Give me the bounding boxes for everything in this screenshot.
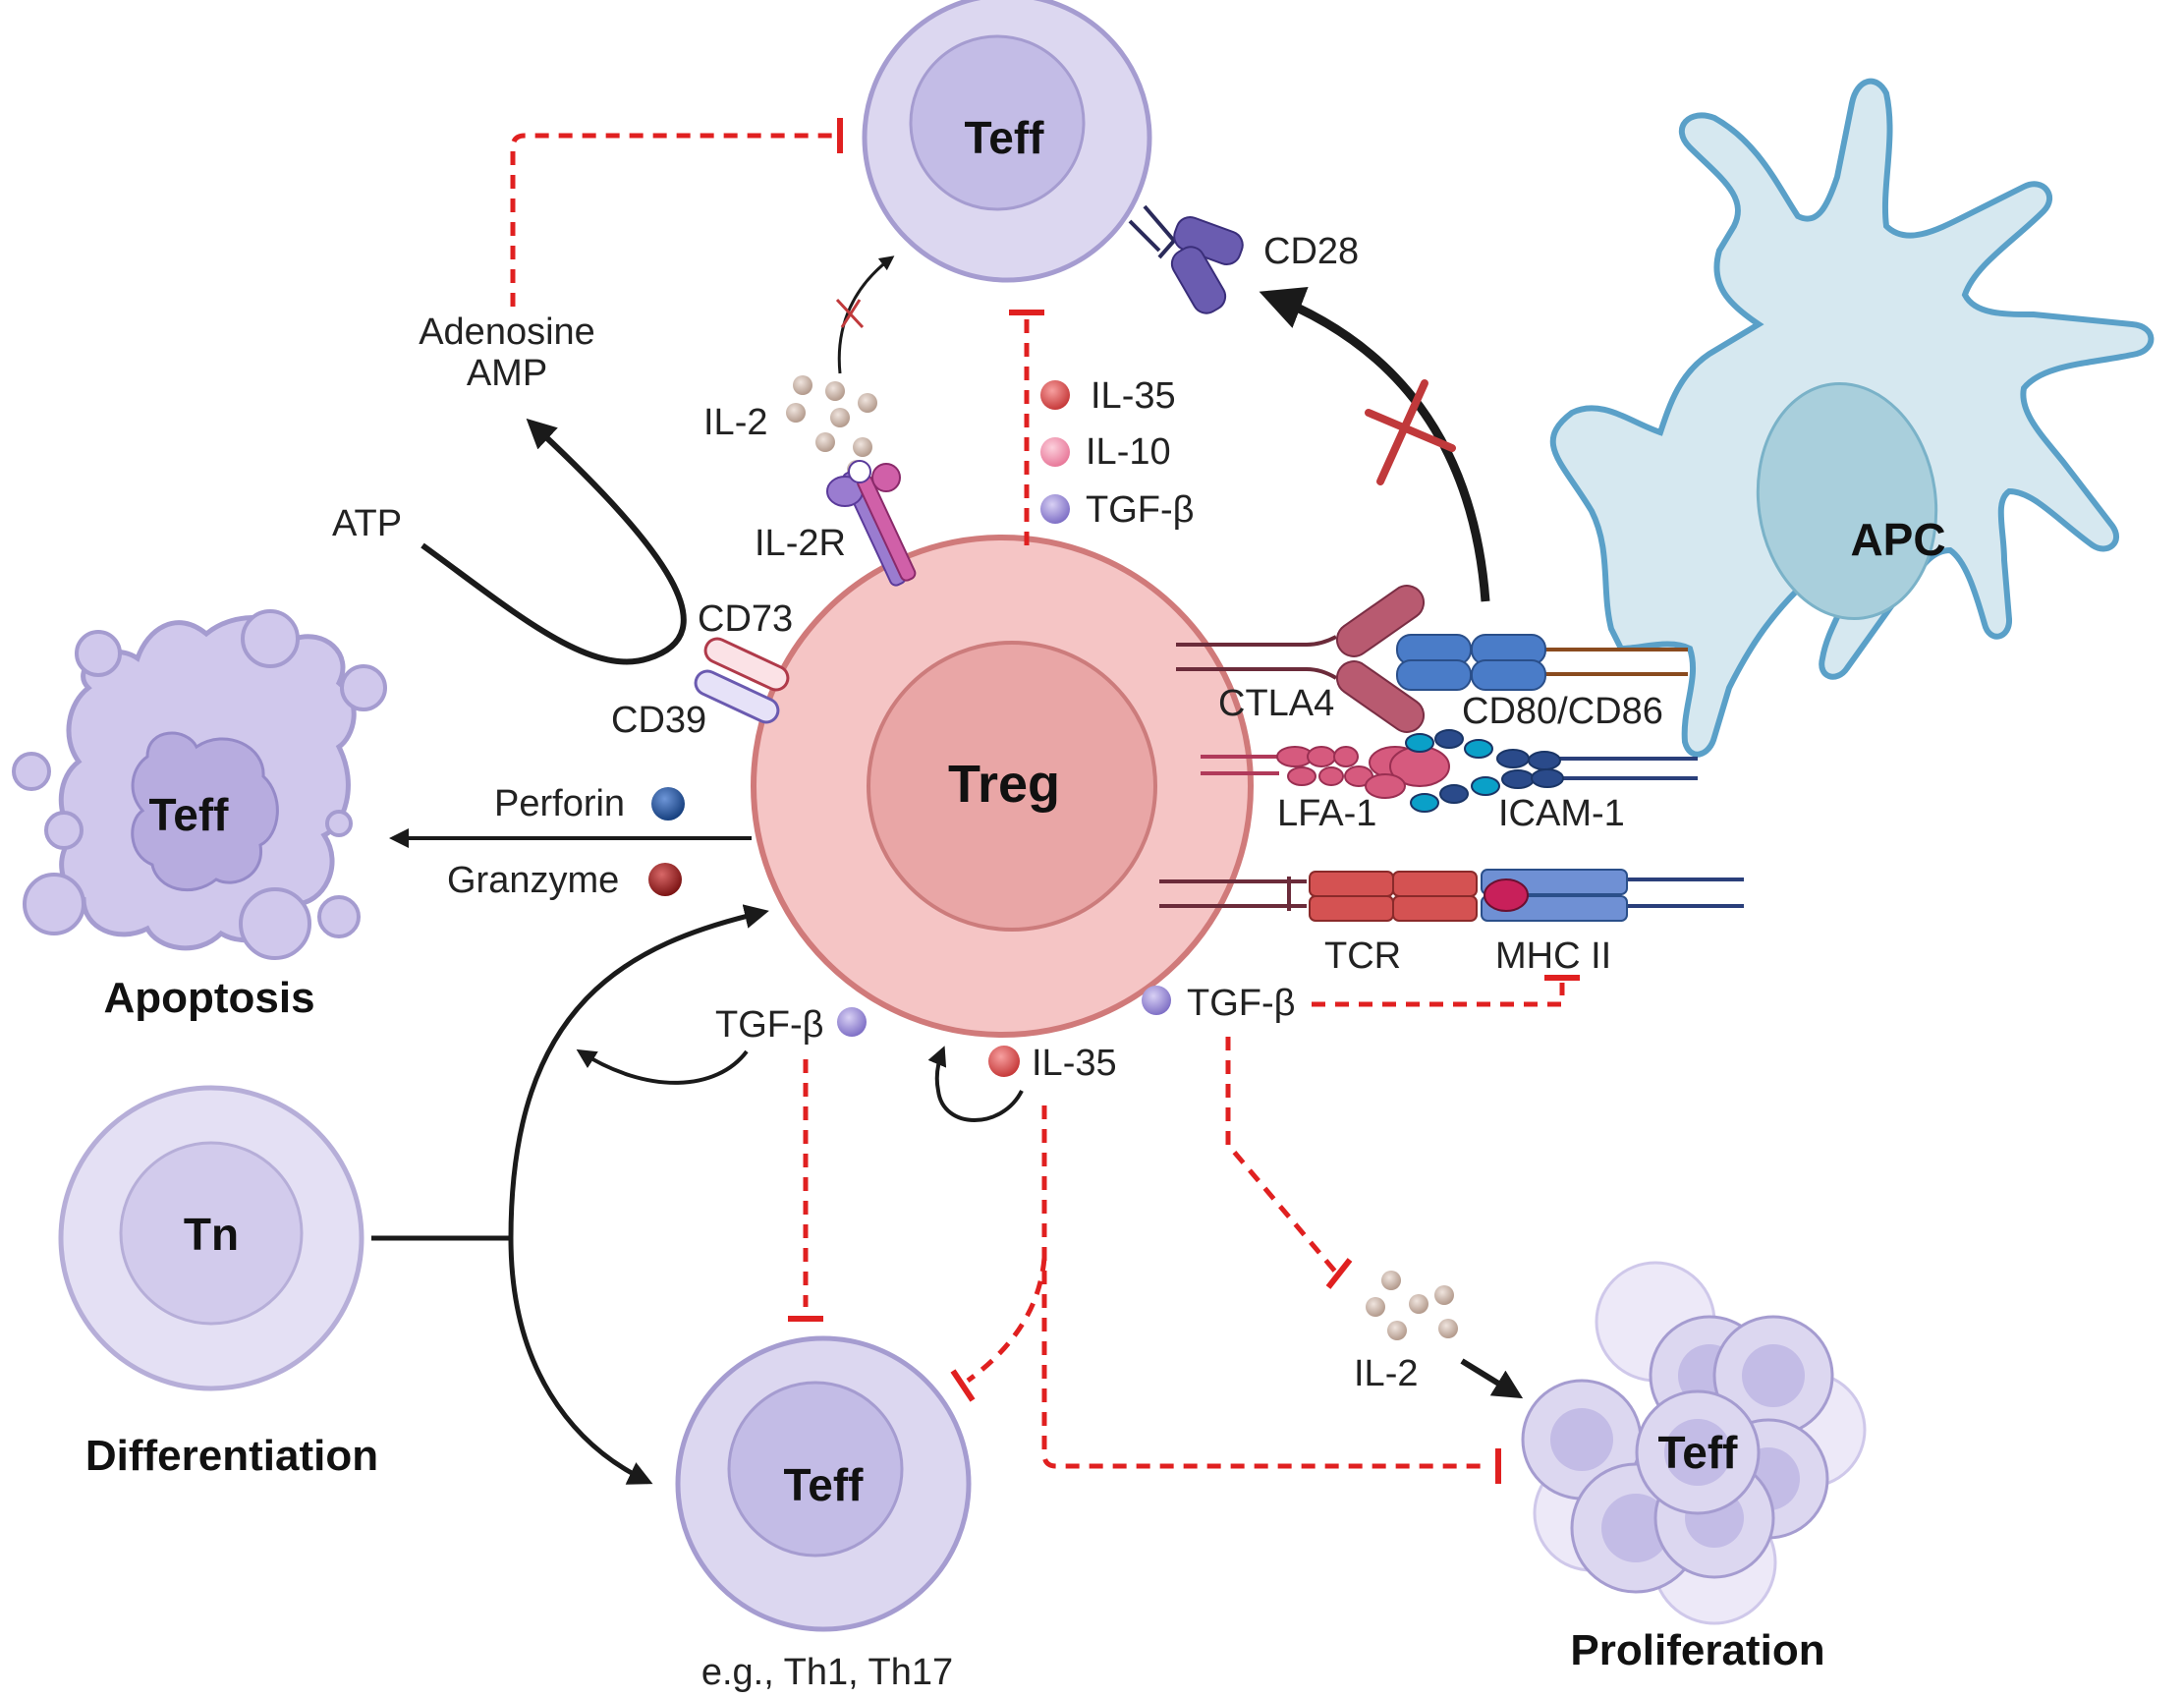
tgfb-autocrine-arrow [576,1048,749,1085]
granzyme-dot [648,863,682,896]
mhc2-molecule [1481,869,1628,922]
mhc2-label: MHC II [1495,935,1611,977]
tgfb-right-dot [1142,986,1171,1015]
il35-autocrine-arrow [927,1046,1024,1122]
teff-proliferation-cluster [1521,1261,1867,1625]
cd28-label: CD28 [1263,231,1359,272]
il2-to-teff-arrow [837,255,895,374]
tgfb-left-label: TGF-β [715,1004,824,1046]
tgfb-il2-inhibit-line [1225,1037,1338,1274]
ctla4-receptor [1335,585,1426,733]
treg-label: Treg [948,755,1060,814]
il35-inhibit-line [1041,1105,1488,1469]
tgfb-top-label: TGF-β [1086,489,1195,531]
teff-top-label: Teff [965,112,1045,163]
tgfb-top-dot [1040,494,1070,524]
apc-stalks [1528,648,1744,908]
icam1-label: ICAM-1 [1498,793,1625,834]
icam1-ligand [1405,729,1564,813]
il2-proliferation-arrow [1460,1358,1524,1399]
teff-apoptotic-cell [12,609,387,960]
il2-dots-bottom [1366,1271,1458,1340]
il2r-label: IL-2R [755,523,846,564]
atp-conversion-arrow [420,418,687,665]
il10-label: IL-10 [1086,431,1171,473]
differentiation-caption: Differentiation [85,1432,378,1480]
th-examples-label: e.g., Th1, Th17 [701,1652,953,1693]
granzyme-label: Granzyme [447,860,619,901]
teff-bottom-label: Teff [784,1459,865,1510]
apoptosis-caption: Apoptosis [103,974,314,1022]
apc-label: APC [1850,514,1945,565]
cd73-enzyme [703,637,790,692]
adenosine-label: Adenosine [419,311,595,353]
proliferation-caption: Proliferation [1570,1626,1824,1674]
adenosine-inhibit-line [510,133,837,307]
tn-label: Tn [184,1209,239,1260]
il2-top-label: IL-2 [703,402,767,443]
cd80-cd86-label: CD80/CD86 [1462,691,1663,732]
tgfb-mhc-inhibit-line [1312,983,1565,1007]
apc-nucleus [1756,382,1938,620]
cd80-cd86-ligand [1396,634,1546,691]
teff-apoptotic-label: Teff [149,789,230,840]
tn-nucleus [119,1141,304,1326]
perforin-dot [651,787,685,821]
ctla4-label: CTLA4 [1218,683,1334,724]
il10-dot [1040,437,1070,467]
lfa1-label: LFA-1 [1277,793,1376,834]
il2r-receptor [826,460,917,587]
il35-bottom-label: IL-35 [1032,1043,1117,1084]
cd39-enzyme [694,669,780,724]
teff-proliferation-label: Teff [1658,1427,1739,1478]
tgfb-left-dot [837,1007,867,1037]
differentiation-arrow [508,904,769,1485]
treg-nucleus [867,641,1157,932]
cd73-label: CD73 [698,598,793,640]
il2-block-cross-icon [835,298,865,329]
tgfb-right-label: TGF-β [1187,983,1296,1024]
il35-top-label: IL-35 [1091,375,1176,417]
il35-teff-inhibit-line [966,1257,1047,1384]
cd28-receptor [1128,204,1244,314]
atp-label: ATP [332,503,402,544]
perforin-label: Perforin [494,783,625,824]
teff-top-nucleus [909,34,1086,211]
il35-bottom-dot [988,1046,1020,1077]
il35-top-dot [1040,380,1070,410]
cd39-label: CD39 [611,700,706,741]
tcr-receptor [1309,871,1478,922]
costim-arrow [1259,286,1490,602]
block-cross-icon [1365,379,1456,485]
teff-bottom-nucleus [727,1381,904,1557]
tcr-label: TCR [1324,935,1401,977]
tgfb-il2-inhibit-bar [1325,1258,1353,1289]
amp-label: AMP [467,353,547,394]
treg-stalks [1159,635,1338,911]
il35-teff-inhibit-bar [950,1369,976,1402]
lfa1-integrin [1276,746,1450,799]
il2-bottom-label: IL-2 [1354,1353,1418,1394]
